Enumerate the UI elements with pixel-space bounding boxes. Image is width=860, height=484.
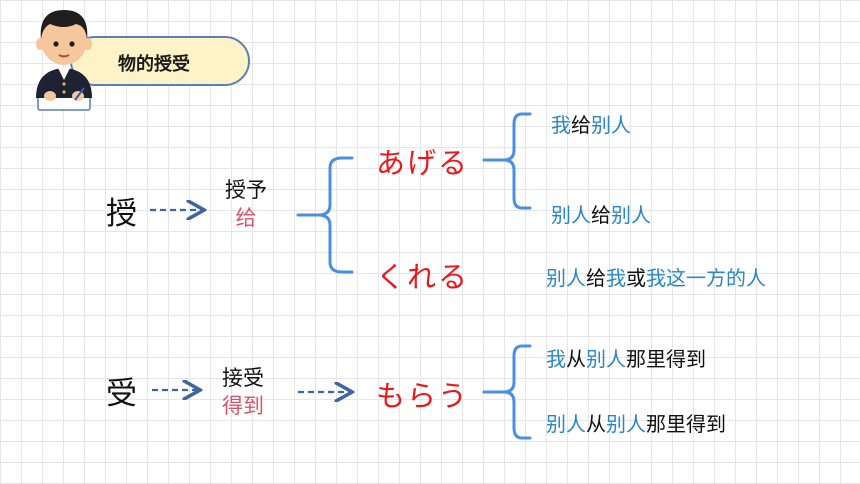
give-kanji: 授 [106, 196, 137, 232]
meaning-segment: 别人 [591, 113, 631, 137]
meaning-kureru-1: 别人给我或我这一方的人 [546, 262, 766, 291]
meaning-ageru-1: 我给别人 [551, 109, 631, 138]
meaning-segment: 别人 [611, 203, 651, 227]
meaning-segment: 给 [591, 203, 611, 227]
meaning-segment: 别人 [546, 412, 586, 436]
meaning-segment: 别人 [546, 266, 586, 290]
title-pill [70, 36, 250, 86]
page-title: 物的授受 [118, 54, 190, 75]
receive-concept: 接受 得到 [212, 364, 274, 420]
meaning-segment: 别人 [551, 203, 591, 227]
meaning-morau-1: 我从别人那里得到 [546, 343, 706, 372]
receive-main-label: 接受 [222, 366, 264, 390]
meaning-segment: 别人 [586, 347, 626, 371]
give-concept: 授予 给 [216, 176, 276, 232]
verb-ageru: あげる [376, 146, 470, 180]
meaning-ageru-2: 别人给别人 [551, 199, 651, 228]
meaning-segment: 别人 [606, 412, 646, 436]
bracket-give [296, 156, 354, 274]
meaning-segment: 我 [551, 113, 571, 137]
receive-kanji: 受 [106, 376, 137, 412]
meaning-segment: 那里得到 [626, 347, 706, 371]
bracket-ageru [482, 112, 532, 210]
meaning-segment: 那里得到 [646, 412, 726, 436]
student-writing-icon [36, 10, 92, 111]
verb-kureru: くれる [376, 260, 470, 294]
meaning-segment: 我 [606, 266, 626, 290]
meaning-morau-2: 别人从别人那里得到 [546, 408, 726, 437]
meaning-segment: 我 [546, 347, 566, 371]
receive-sub-label: 得到 [222, 394, 264, 418]
bracket-morau [482, 344, 532, 440]
give-sub-label: 给 [235, 206, 257, 230]
meaning-segment: 从 [566, 347, 586, 371]
meaning-segment: 给 [586, 266, 606, 290]
verb-morau: もらう [376, 379, 470, 413]
meaning-segment: 从 [586, 412, 606, 436]
meaning-segment: 或 [626, 266, 646, 290]
meaning-segment: 给 [571, 113, 591, 137]
give-main-label: 授予 [225, 178, 267, 202]
meaning-segment: 我这一方的人 [646, 266, 766, 290]
